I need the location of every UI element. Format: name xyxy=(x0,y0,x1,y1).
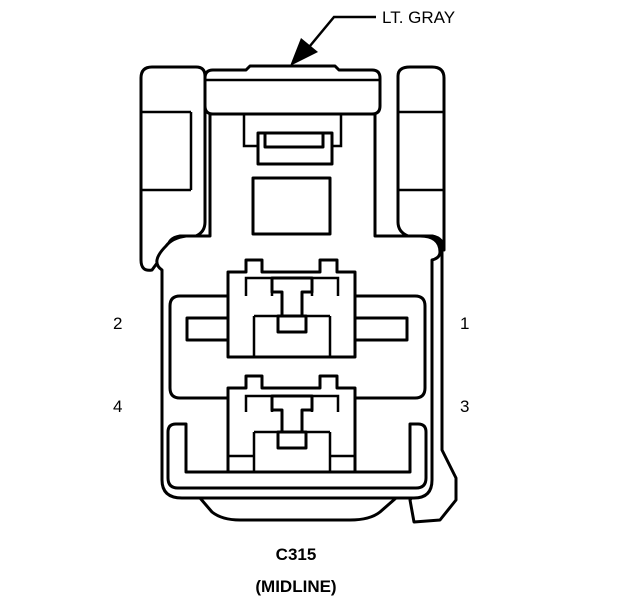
right-side-latch xyxy=(396,65,446,252)
upper-terminal-lines xyxy=(252,314,332,357)
lock-window-latch xyxy=(263,131,325,149)
color-callout-label: LT. GRAY xyxy=(382,8,455,27)
pin-2-label: 2 xyxy=(113,314,122,333)
top-lock-tab xyxy=(203,64,382,116)
pin-3-label: 3 xyxy=(460,397,469,416)
color-callout: LT. GRAY xyxy=(290,8,455,66)
connector-id: C315 xyxy=(276,545,317,564)
lower-terminal-lines xyxy=(228,430,355,472)
lock-window xyxy=(242,114,343,166)
key-window xyxy=(251,176,332,236)
pin-1-label: 1 xyxy=(460,314,469,333)
lower-terminal-block xyxy=(226,374,357,474)
callout-arrowhead xyxy=(290,38,318,66)
callout-leader-line xyxy=(299,15,376,59)
bottom-skirt xyxy=(198,496,398,522)
upper-terminal-block xyxy=(226,258,357,359)
lower-center-latch xyxy=(276,430,308,450)
connector-location: (MIDLINE) xyxy=(255,577,336,596)
pin-4-label: 4 xyxy=(113,397,122,416)
upper-center-latch xyxy=(276,314,308,334)
